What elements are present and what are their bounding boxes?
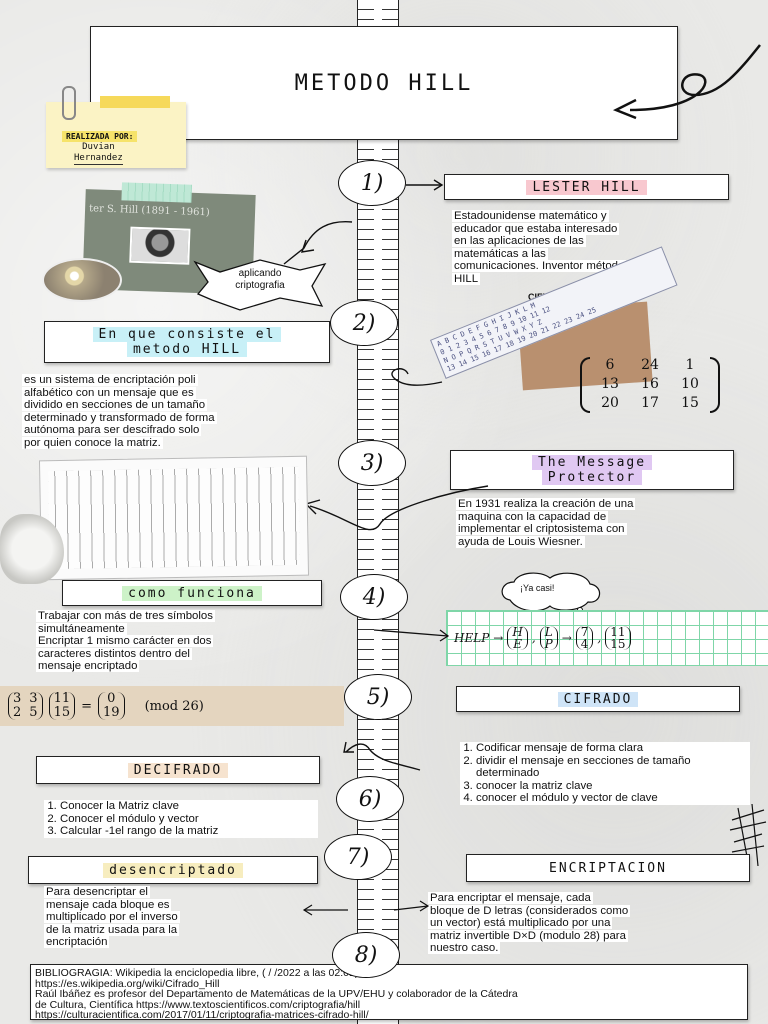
speech1-line1: aplicando (238, 268, 282, 279)
step-3-title-1: The Message (531, 455, 653, 470)
step-5-title: CIFRADO (557, 691, 639, 707)
step-7-right-text: Para encriptar el mensaje, cada bloque d… (428, 892, 631, 955)
bib-line-5: https://culturacientifica.com/2017/01/11… (35, 1009, 369, 1020)
photo-caption: ter S. Hill (1891 - 1961) (88, 203, 210, 219)
step-7-right-title-box: ENCRIPTACION (466, 854, 750, 882)
step-2-text: es un sistema de encriptación poli alfab… (22, 374, 217, 449)
step-7-right-title: ENCRIPTACION (549, 860, 667, 876)
step-3-number: 3) (338, 440, 406, 486)
bibliography-box: BIBLIOGRAGIA: Wikipedia la enciclopedia … (30, 964, 748, 1020)
title-arrow (612, 44, 761, 120)
scribble-decoration (729, 803, 767, 867)
arrow-step7-right (393, 900, 430, 912)
arrow-step3 (304, 485, 489, 531)
arrow-step7-left (302, 904, 348, 916)
step-7-left-text: Para desencriptar el mensaje cada bloque… (44, 886, 180, 949)
step-4-title-box: como funciona (62, 580, 322, 606)
author-label: REALIZADA POR: (62, 131, 138, 142)
step-6-list: Conocer la Matriz clave Conocer el módul… (44, 800, 318, 838)
bib-line-4: de Cultura, Científica https://www.texto… (35, 998, 361, 1011)
step-5-title-box: CIFRADO (456, 686, 740, 712)
step-5-list: Codificar mensaje de forma clara dividir… (460, 742, 750, 805)
step-4-title: como funciona (122, 585, 262, 601)
paperclip-icon (62, 86, 76, 120)
mod-text: (mod 26) (144, 698, 204, 714)
portrait-image (129, 226, 191, 265)
step-3-title-2: Protector (541, 470, 643, 485)
curl-line-step2 (391, 368, 443, 386)
crumpled-paper (0, 514, 64, 584)
step-4-text: Trabajar con más de tres símbolos simult… (36, 610, 215, 673)
step-4-number: 4) (340, 574, 408, 620)
step-7-number: 7) (324, 834, 392, 880)
bib-line-1: BIBLIOGRAGIA: Wikipedia la enciclopedia … (35, 967, 362, 979)
step-7-left-title-box: desencriptado (28, 856, 318, 884)
arrow-step5 (343, 741, 421, 771)
step-2-title-2: metodo HILL (126, 342, 248, 357)
step-1-text: Estadounidense matemático y educador que… (452, 210, 627, 285)
machine-diagram (38, 455, 310, 581)
step-5-number: 5) (344, 674, 412, 720)
step-6-title-box: DECIFRADO (36, 756, 320, 784)
step-6-number: 6) (336, 776, 404, 822)
step-1-title: LESTER HILL (526, 179, 647, 195)
flower-photo (42, 258, 122, 302)
step-3-text: En 1931 realiza la creación de una maqui… (456, 498, 636, 548)
arrow-to-speech (283, 221, 353, 265)
step-3-title-box: The Message Protector (450, 450, 734, 490)
author-name-1: Duvian (82, 142, 115, 152)
author-note: REALIZADA POR: Duvian Hernandez (46, 86, 186, 168)
speech-star (193, 259, 327, 311)
bib-line-3: Raúl Ibáñez es profesor del Departamento… (35, 988, 518, 1000)
step-6-title: DECIFRADO (127, 762, 229, 778)
step-8-number: 8) (332, 932, 400, 978)
arrow-step1 (406, 179, 444, 191)
help-grid (446, 610, 768, 666)
step-1-number: 1) (338, 160, 406, 206)
arrow-step4 (373, 629, 450, 642)
ya-casi-text: ¡Ya casi! (520, 583, 555, 593)
speech1-line2: criptografia (235, 280, 285, 291)
step-1-title-box: LESTER HILL (444, 174, 729, 200)
step-2-title-box: En que consiste el metodo HILL (44, 321, 330, 363)
bib-line-2: https://es.wikipedia.org/wiki/Cifrado_Hi… (35, 977, 220, 990)
step-7-left-title: desencriptado (103, 862, 243, 878)
author-name-2: Hernandez (74, 153, 123, 165)
step-2-title-1: En que consiste el (92, 327, 282, 342)
title-box: METODO HILL (90, 26, 678, 140)
page-title: METODO HILL (294, 70, 474, 96)
help-word: HELP (454, 631, 490, 645)
step-2-number: 2) (330, 300, 398, 346)
